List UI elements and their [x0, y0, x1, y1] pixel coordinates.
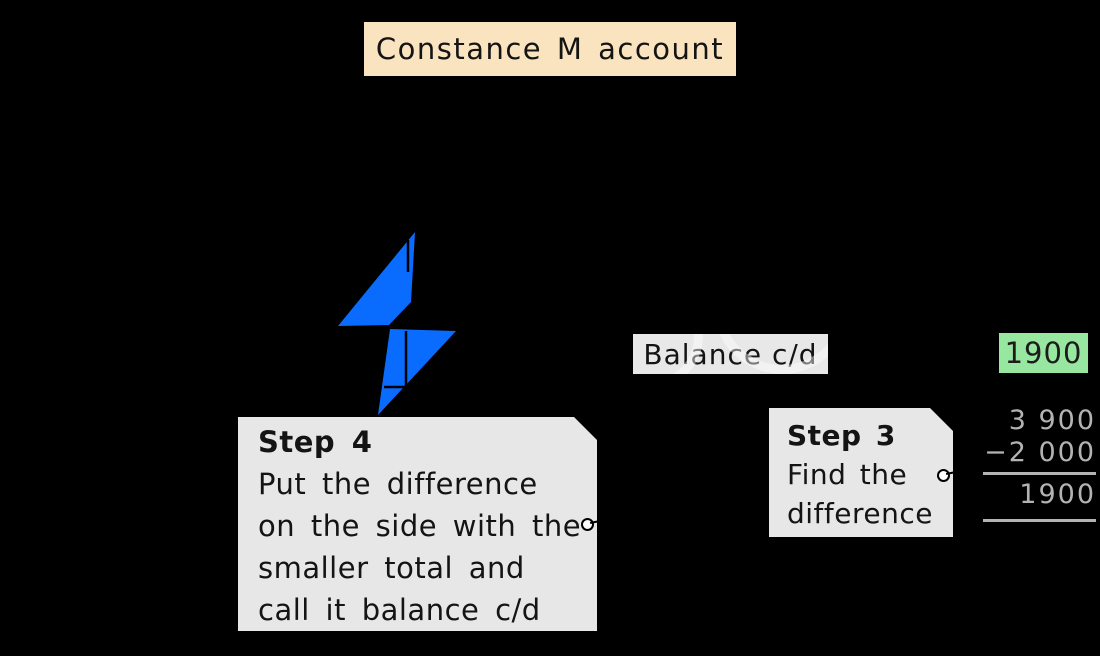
balance-amount-text: 1900 — [1004, 336, 1083, 370]
calc-rule-bottom — [983, 519, 1096, 522]
step4-line: Put the difference — [258, 467, 538, 501]
step4-heading: Step 4 — [258, 425, 373, 459]
step4-line: smaller total and — [258, 551, 525, 585]
calc-rule-top — [983, 472, 1096, 475]
step4-pin-connector-icon — [581, 518, 594, 531]
step3-line: Find the — [787, 458, 908, 491]
step4-line: on the side with the — [258, 509, 582, 543]
lightning-bolt-icon — [338, 232, 456, 415]
step4-line: call it balance c/d — [258, 593, 541, 627]
calc-minuend: 3 900 — [1008, 405, 1096, 436]
balance-amount-highlight: 1900 — [999, 333, 1088, 373]
account-title-box: Constance M account — [364, 22, 736, 76]
calc-subtrahend: −2 000 — [984, 437, 1096, 468]
account-title-text: Constance M account — [375, 32, 725, 66]
subtraction-workings: 3 900 −2 000 1900 — [983, 405, 1096, 522]
step4-note: Step 4 Put the difference on the side wi… — [238, 417, 597, 631]
step3-note: Step 3 Find the difference — [769, 408, 953, 537]
balance-cd-label: Balance c/d — [633, 334, 828, 374]
step3-line: difference — [787, 497, 933, 530]
watermark-arc — [633, 334, 703, 374]
step3-pin-connector-icon — [937, 469, 950, 482]
step3-heading: Step 3 — [787, 419, 896, 452]
calc-result: 1900 — [1019, 479, 1096, 510]
